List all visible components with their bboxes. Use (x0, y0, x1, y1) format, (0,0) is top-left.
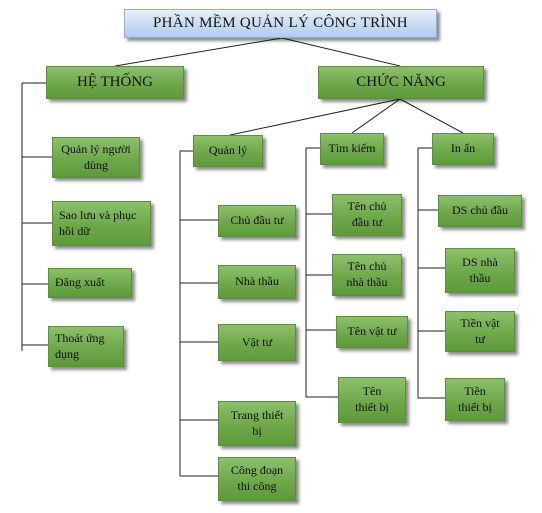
in-an-item-tien-vat-tu: Tiền vật tư (445, 311, 515, 352)
tim-kiem-item-ten-chu-dau-tu: Tên chủ đầu tư (332, 194, 402, 236)
in-an-item-ds-chu-dau: DS chủ đầu (438, 195, 522, 227)
chuc-nang-box: CHỨC NĂNG (318, 66, 484, 99)
he-thong-item-quan-ly-nguoi-dung: Quản lý người dùng (52, 137, 140, 178)
quan-ly-box: Quản lý (193, 135, 263, 167)
tim-kiem-item-ten-vat-tu: Tên vật tư (336, 316, 408, 348)
tim-kiem-item-ten-thiet-bi: Tên thiết bị (338, 377, 406, 423)
he-thong-item-dang-xuat: Đăng xuất (48, 268, 132, 298)
in-an-box: In ấn (432, 133, 494, 165)
he-thong-box: HỆ THỐNG (46, 66, 184, 99)
tim-kiem-item-ten-chu-nha-thau: Tên chủ nhà thầu (332, 254, 402, 296)
he-thong-item-sao-luu: Sao lưu và phục hồi dữ (52, 201, 151, 246)
in-an-item-tien-thiet-bi: Tiền thiết bị (445, 378, 505, 421)
title-box: PHẦN MỀM QUẢN LÝ CÔNG TRÌNH (124, 9, 437, 38)
quan-ly-item-vat-tu: Vật tư (218, 324, 296, 361)
he-thong-item-thoat-ung-dung: Thoát ứng dụng (48, 326, 124, 367)
tim-kiem-box: Tìm kiếm (320, 133, 384, 165)
quan-ly-item-trang-thiet-bi: Trang thiết bị (218, 401, 296, 446)
quan-ly-item-cong-doan-thi-cong: Công đoạn thi công (218, 457, 296, 501)
quan-ly-item-chu-dau-tu: Chủ đầu tư (218, 205, 296, 237)
quan-ly-item-nha-thau: Nhà thầu (218, 265, 296, 299)
in-an-item-ds-nha-thau: DS nhà thầu (445, 248, 515, 293)
